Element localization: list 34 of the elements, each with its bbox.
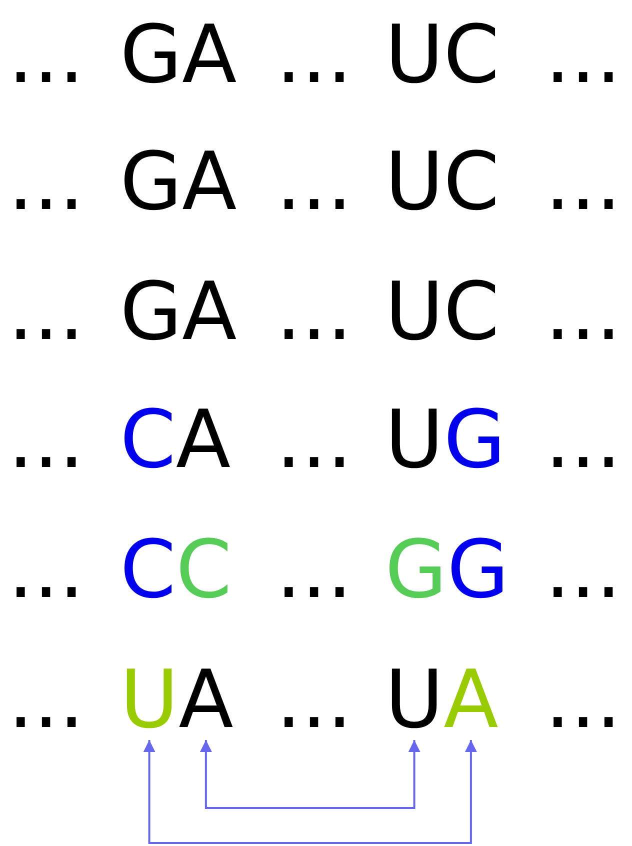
ellipsis: ... bbox=[545, 530, 622, 610]
ellipsis: ... bbox=[545, 400, 622, 480]
sequence-letters: GA bbox=[120, 15, 237, 95]
ellipsis: ... bbox=[545, 660, 622, 740]
ellipsis: ... bbox=[8, 15, 84, 95]
ellipsis: ... bbox=[276, 660, 352, 740]
ellipsis: ... bbox=[8, 272, 84, 352]
sequence-letters: UG bbox=[385, 400, 506, 480]
nucleotide-letter: U bbox=[120, 660, 179, 740]
ellipsis: ... bbox=[545, 142, 622, 222]
ellipsis: ... bbox=[276, 142, 352, 222]
ellipsis: ... bbox=[8, 660, 84, 740]
ellipsis: ... bbox=[8, 530, 84, 610]
nucleotide-letter: A bbox=[444, 660, 498, 740]
sequence-letters: GA bbox=[120, 142, 237, 222]
ellipsis: ... bbox=[8, 142, 84, 222]
sequence-letters: GG bbox=[385, 530, 509, 610]
sequence-letters: UC bbox=[385, 15, 500, 95]
sequence-letters: UC bbox=[385, 142, 500, 222]
nucleotide-letter: A bbox=[178, 660, 234, 740]
ellipsis: ... bbox=[545, 272, 622, 352]
ellipsis: ... bbox=[276, 272, 352, 352]
pairing-arrow bbox=[143, 740, 477, 844]
ellipsis: ... bbox=[8, 400, 84, 480]
ellipsis: ... bbox=[545, 15, 622, 95]
ellipsis: ... bbox=[276, 400, 352, 480]
sequence-letters: CA bbox=[120, 400, 231, 480]
ellipsis: ... bbox=[276, 530, 352, 610]
sequence-letters: CC bbox=[120, 530, 232, 610]
nucleotide-letter: U bbox=[385, 660, 444, 740]
ellipsis: ... bbox=[276, 15, 352, 95]
sequence-letters: GA bbox=[120, 272, 237, 352]
pairing-arrow bbox=[200, 740, 420, 809]
sequence-letters: UC bbox=[385, 272, 500, 352]
